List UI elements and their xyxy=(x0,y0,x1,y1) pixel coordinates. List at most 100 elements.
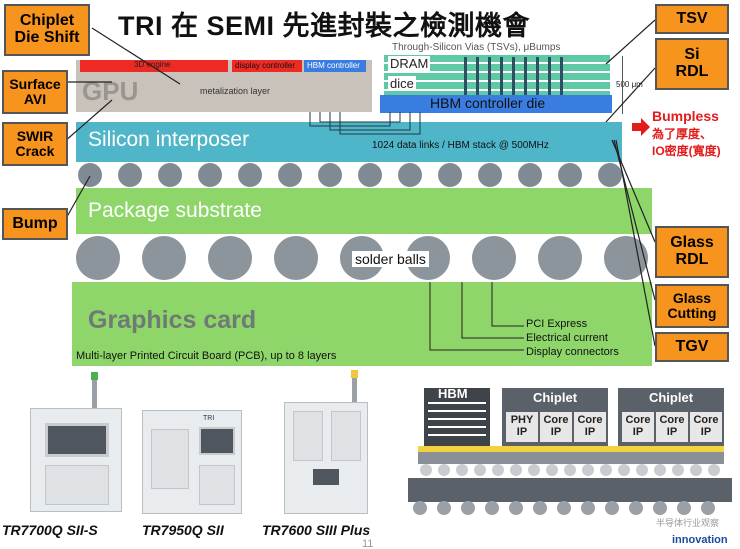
hbm-label: HBM xyxy=(438,386,468,401)
dram-layer-5 xyxy=(384,91,610,96)
machine-tr7600 xyxy=(284,402,368,514)
engine-bar xyxy=(80,60,228,72)
solder-ball xyxy=(142,236,186,280)
chiplet-label: Chiplet xyxy=(532,390,578,405)
machine-window xyxy=(293,411,323,461)
display-connectors-label: Display connectors xyxy=(526,346,619,358)
package-substrate xyxy=(76,188,652,234)
chiplet-substrate xyxy=(408,478,732,502)
data-links-label: 1024 data links / HBM stack @ 500MHz xyxy=(372,140,549,151)
engine-label: 3D engine xyxy=(134,60,171,69)
solder-ball xyxy=(208,236,252,280)
machine-screen xyxy=(313,469,339,485)
solder-label: solder balls xyxy=(352,251,429,267)
hbm-stack-layers xyxy=(428,402,486,436)
machine-caption: TR7600 SIII Plus xyxy=(262,522,371,538)
dram-label: DRAM xyxy=(388,56,431,71)
bump-ball xyxy=(398,163,422,187)
chiplet-gold-row xyxy=(418,446,724,452)
chiplet-microbumps xyxy=(420,464,720,476)
electrical-label: Electrical current xyxy=(526,332,608,344)
bumpless-title: Bumpless xyxy=(652,108,719,124)
solder-ball xyxy=(76,236,120,280)
label-tsv: TSV xyxy=(655,4,729,34)
display-controller-bar xyxy=(232,60,302,72)
tsv-dots xyxy=(464,57,563,95)
machine-badge: TRI xyxy=(203,415,215,422)
page-number: 11 xyxy=(362,538,374,549)
height-line xyxy=(622,56,623,114)
machine-caption: TR7700Q SII-S xyxy=(2,522,98,538)
bump-ball xyxy=(558,163,582,187)
hbm-controller-die xyxy=(380,95,612,113)
bumpless-line2: IO密度(寬度) xyxy=(652,144,721,158)
bump-ball xyxy=(518,163,542,187)
machine-tower-light-top xyxy=(91,372,98,380)
bump-ball xyxy=(318,163,342,187)
bump-ball xyxy=(438,163,462,187)
bumpless-line1: 為了厚度、 xyxy=(652,127,713,141)
bump-ball xyxy=(118,163,142,187)
bump-ball xyxy=(238,163,262,187)
tsv-caption: Through-Silicon Vias (TSVs), μBumps xyxy=(392,42,561,53)
hbm-controller-bar xyxy=(304,60,366,72)
interposer-traces xyxy=(309,112,421,135)
bump-ball xyxy=(478,163,502,187)
solder-ball xyxy=(472,236,516,280)
graphics-card xyxy=(72,282,652,366)
machine-panel xyxy=(151,429,189,489)
chiplet-bottom-balls xyxy=(413,501,715,515)
dram-layer-4 xyxy=(384,82,610,89)
slide-title: TRI 在 SEMI 先進封裝之檢測機會 xyxy=(118,11,531,41)
label-tgv: TGV xyxy=(655,332,729,362)
chiplet-label: Chiplet xyxy=(648,390,694,405)
machine-tower-light-top xyxy=(351,370,358,378)
machine-panel xyxy=(199,465,235,505)
bump-ball xyxy=(278,163,302,187)
silicon-interposer xyxy=(76,122,622,162)
watermark: 半导体行业观察 xyxy=(656,518,720,528)
bumpless-arrow-icon xyxy=(632,118,650,136)
machine-tr7950q: TRI xyxy=(142,410,242,514)
bump-ball xyxy=(78,163,102,187)
dice-label: dice xyxy=(388,76,416,91)
label-bump: Bump xyxy=(2,208,68,240)
hbm-die-label: HBM controller die xyxy=(430,95,546,111)
dram-layer-3 xyxy=(384,73,610,80)
machine-window xyxy=(199,427,235,455)
chiplet-interposer xyxy=(418,452,724,464)
hbm-stack xyxy=(424,388,490,446)
machine-caption: TR7950Q SII xyxy=(142,522,224,538)
metalization-label: metalization layer xyxy=(200,86,271,96)
hbm-controller-small-label: HBM controller xyxy=(307,61,360,70)
bump-ball xyxy=(198,163,222,187)
height-label: 500 μm xyxy=(616,80,643,89)
dram-layer-2 xyxy=(384,64,610,71)
pcb-label: Multi-layer Printed Circuit Board (PCB),… xyxy=(76,350,337,362)
bump-ball xyxy=(598,163,622,187)
brand-label: innovation xyxy=(672,534,728,546)
bump-ball xyxy=(158,163,182,187)
dram-layer-1 xyxy=(384,55,610,62)
machine-tower-light xyxy=(92,376,97,408)
interposer-label: Silicon interposer xyxy=(88,128,250,151)
machine-panel xyxy=(45,465,109,505)
machine-tr7700q xyxy=(30,408,122,512)
pci-label: PCI Express xyxy=(526,318,588,330)
machine-window xyxy=(331,411,361,461)
machine-tower-light xyxy=(352,374,357,402)
card-leader-lines xyxy=(429,282,524,351)
bump-ball xyxy=(358,163,382,187)
